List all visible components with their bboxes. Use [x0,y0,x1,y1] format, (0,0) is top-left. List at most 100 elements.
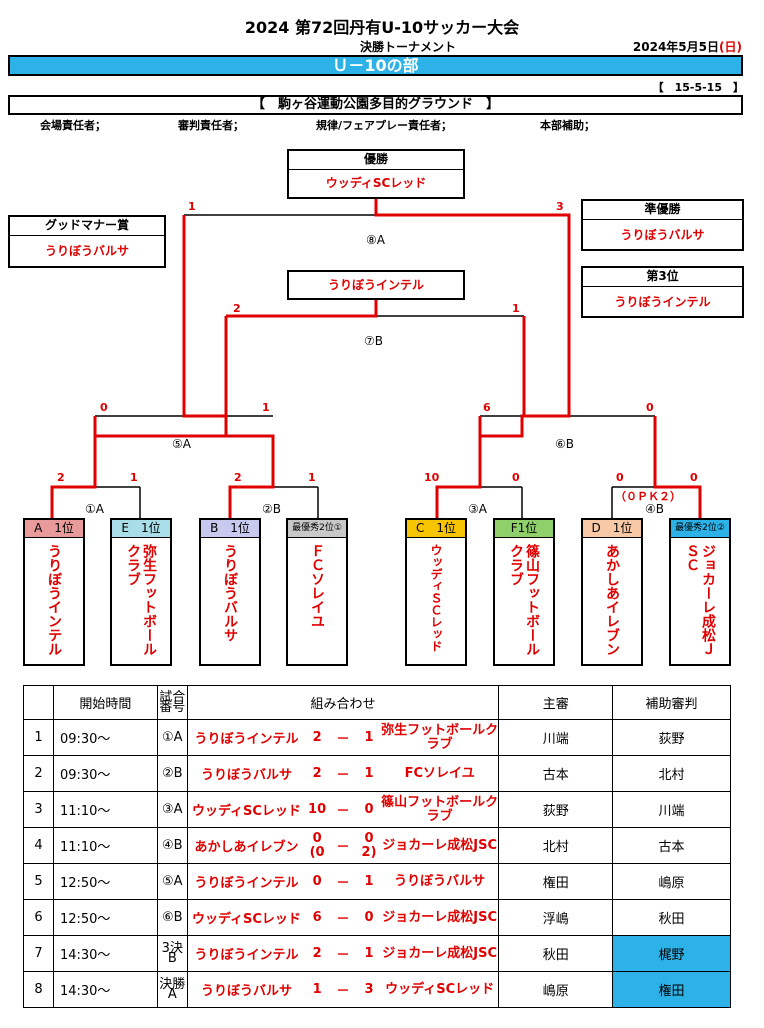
row-referee: 権田 [498,863,614,900]
runner-up-box: 準優勝 うりぼうバルサ [581,199,744,251]
runner-up-team: うりぼうバルサ [620,228,705,242]
row-match: 決勝A [156,971,188,1008]
row-time: 09:30～ [52,719,158,756]
row-referee: 川端 [498,719,614,756]
official-fairplay: 規律/フェアプレー責任者； [316,119,453,132]
row-away: ジョカーレ成松JSC [381,899,500,936]
row-time: 14:30～ [52,935,158,972]
row-no: 1 [23,719,54,756]
m8-right-score: 3 [556,200,564,213]
third-place-winner-box: うりぼうインテル [287,270,465,300]
team-seed-5: C 1位 [407,520,465,538]
row-dash: － [329,719,358,756]
team-name-7: あかしあイレブン [604,544,620,656]
row-home-score: 1 [305,971,330,1008]
row-assistant: 川端 [612,791,731,828]
row-home-score: 2 [305,719,330,756]
m8-left-score: 1 [188,200,196,213]
third-label: 第3位 [583,268,742,287]
page-title: 2024 第72回丹有U-10サッカー大会 [244,18,520,37]
row-home: ウッディSCレッド [186,791,306,828]
official-hq: 本部補助； [540,119,595,132]
m2-label: ②B [262,502,281,516]
header-assistant: 補助審判 [612,685,731,720]
subtitle: 決勝トーナメント [360,40,457,54]
team-name-3: うりぼうバルサ [222,544,238,642]
row-home: うりぼうバルサ [186,755,306,792]
row-home: うりぼうインテル [186,935,306,972]
date-main: 2024年5月5日 [632,40,720,54]
good-manner-team: うりぼうバルサ [44,244,129,258]
team-seed-6: F1位 [495,520,553,538]
team-box-5: C 1位 ウッディＳＣレッド [405,518,467,666]
row-away-score: 0 [357,791,382,828]
m7-label: ⑦B [364,334,383,348]
row-dash: － [329,755,358,792]
header-no [23,685,54,720]
team-name-5: ウッディＳＣレッド [429,544,443,652]
row-match: ③A [156,791,188,828]
row-home-pk: (0 [309,844,325,860]
m4-left-score: 0 [616,471,624,484]
row-away: ウッディSCレッド [381,971,500,1008]
team-seed-1: A 1位 [25,520,83,538]
row-away-score: 1 [357,935,382,972]
row-home: ウッディSCレッド [186,899,306,936]
row-away-pk: 2) [361,844,377,860]
row-time: 12:50～ [52,899,158,936]
row-away-score: 1 [357,755,382,792]
m6-right-score: 0 [646,401,654,414]
row-match: 3決B [156,935,188,972]
row-dash: － [329,863,358,900]
good-manner-label: グッドマナー賞 [10,217,164,236]
row-away: FCソレイユ [381,755,500,792]
row-away: うりぼうバルサ [381,863,500,900]
row-assistant: 古本 [612,827,731,864]
runner-up-label: 準優勝 [583,201,742,220]
champion-team: ウッディSCレッド [325,176,427,190]
row-home-score: 0 [312,830,322,846]
m7-left-score: 2 [233,302,241,315]
row-referee: 荻野 [498,791,614,828]
team-box-3: B 1位 うりぼうバルサ [199,518,261,666]
row-referee: 北村 [498,827,614,864]
m6-left-score: 6 [483,401,491,414]
m3-right-score: 0 [512,471,520,484]
team-box-2: E 1位 弥生フットボールクラブ [110,518,172,666]
row-referee: 秋田 [498,935,614,972]
team-name-1: うりぼうインテル [46,544,62,656]
team-name-6: 篠山フットボールクラブ [508,544,540,656]
m3-left-score: 10 [424,471,440,484]
champion-label: 優勝 [289,151,463,170]
team-name-4: ＦＣソレイユ [309,544,325,628]
m1-right-score: 1 [130,471,138,484]
row-assistant: 荻野 [612,719,731,756]
date: 2024年5月5日(日) [633,38,742,55]
team-box-8: 最優秀2位② ジョカーレ成松ＪＳＣ [669,518,731,666]
m6-label: ⑥B [555,437,574,451]
m8-label: ⑧A [366,233,385,247]
m4-pk: （０ＰＫ２） [615,490,681,503]
row-away: 弥生フットボールクラブ [381,719,500,756]
official-venue: 会場責任者； [40,119,106,132]
row-home-score: 10 [305,791,330,828]
row-assistant: 梶野 [612,935,731,972]
division-banner: Ｕ－10の部 [8,55,743,76]
team-seed-2: E 1位 [112,520,170,538]
date-day: (日) [719,40,742,54]
row-dash: － [329,827,358,864]
row-away-score: 1 [357,863,382,900]
row-away-score: 1 [357,719,382,756]
header-pairing: 組み合わせ [186,685,500,720]
row-time: 09:30～ [52,755,158,792]
row-dash: － [329,971,358,1008]
row-dash: － [329,899,358,936]
team-seed-8: 最優秀2位② [671,520,729,538]
champion-box: 優勝 ウッディSCレッド [287,149,465,199]
